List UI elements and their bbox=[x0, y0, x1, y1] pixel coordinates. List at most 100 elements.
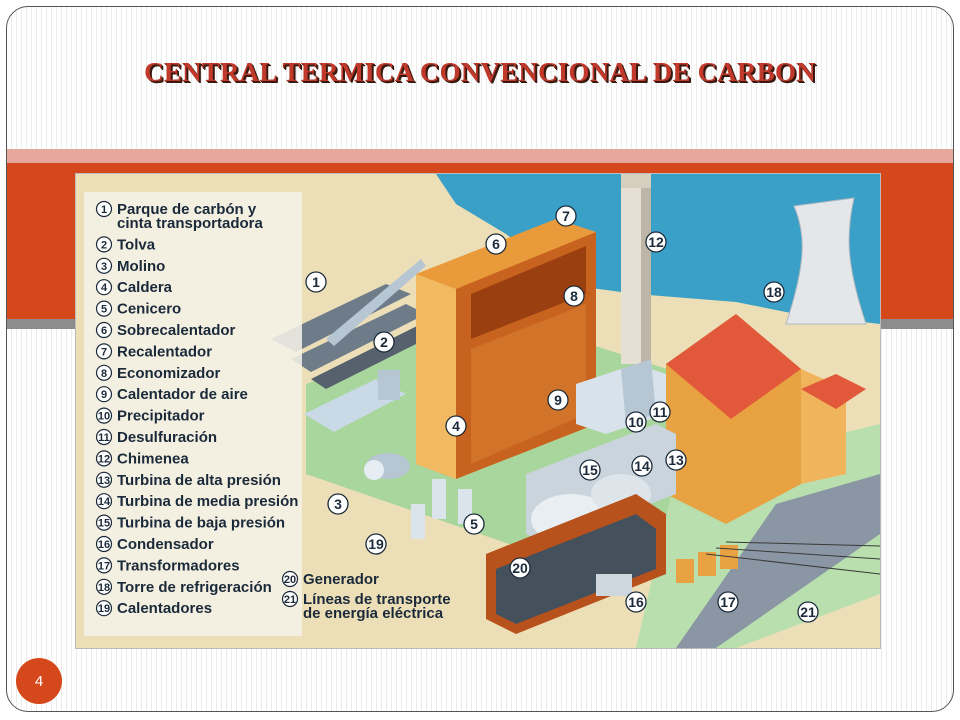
callout-label: 8 bbox=[570, 288, 578, 304]
callout-label: 4 bbox=[452, 418, 460, 434]
callout-label: 14 bbox=[634, 458, 650, 474]
legend-label: Caldera bbox=[117, 279, 173, 296]
legend-label: Chimenea bbox=[117, 450, 189, 467]
callout-7: 7 bbox=[555, 205, 577, 227]
callout-5: 5 bbox=[463, 513, 485, 535]
legend-item-9: 9 Calentador de aire bbox=[95, 386, 248, 403]
legend-number: 12 bbox=[98, 453, 110, 465]
legend-number-circle bbox=[95, 200, 113, 218]
turbine-hall bbox=[666, 314, 866, 524]
legend-number: 9 bbox=[101, 389, 107, 401]
callout-label: 9 bbox=[554, 392, 562, 408]
legend-number-circle bbox=[95, 450, 113, 467]
callout-label: 13 bbox=[668, 452, 684, 468]
legend-label: Precipitador bbox=[117, 408, 205, 425]
slide-title: CENTRAL TERMICA CONVENCIONAL DE CARBON bbox=[144, 57, 816, 87]
legend-label: Turbina de media presión bbox=[117, 493, 298, 510]
callout-label: 1 bbox=[312, 274, 320, 290]
legend-number: 19 bbox=[98, 603, 110, 615]
callout-label: 19 bbox=[368, 536, 384, 552]
boiler bbox=[416, 219, 596, 479]
legend-label: Recalentador bbox=[117, 343, 212, 360]
callout-21: 21 bbox=[797, 601, 819, 623]
legend-label: Torre de refrigeración bbox=[117, 579, 272, 596]
callout-16: 16 bbox=[625, 591, 647, 613]
legend-label: Calentador de aire bbox=[117, 386, 248, 403]
callout-1: 1 bbox=[305, 271, 327, 293]
callout-18: 18 bbox=[763, 281, 785, 303]
legend-number-circle bbox=[95, 364, 113, 381]
legend-number: 5 bbox=[101, 304, 107, 316]
legend-label: de energía eléctrica bbox=[303, 605, 444, 622]
legend-label: Calentadores bbox=[117, 600, 212, 617]
legend-number: 20 bbox=[284, 574, 296, 586]
callout-6: 6 bbox=[485, 233, 507, 255]
legend-label: Tolva bbox=[117, 236, 156, 253]
callout-label: 15 bbox=[582, 462, 598, 478]
callout-label: 5 bbox=[470, 516, 478, 532]
legend-number: 10 bbox=[98, 411, 110, 423]
legend-number: 17 bbox=[98, 560, 110, 572]
legend-item-19: 19 Calentadores bbox=[95, 600, 212, 617]
legend-number-circle bbox=[95, 578, 113, 595]
legend-number: 8 bbox=[101, 368, 107, 380]
callout-14: 14 bbox=[631, 455, 653, 477]
legend-number: 6 bbox=[101, 325, 107, 337]
legend-number: 1 bbox=[101, 204, 107, 216]
callout-17: 17 bbox=[717, 591, 739, 613]
legend-number-circle bbox=[281, 570, 299, 588]
legend-number-circle bbox=[95, 600, 113, 617]
callout-15: 15 bbox=[579, 459, 601, 481]
callout-label: 18 bbox=[766, 284, 782, 300]
page-number-badge: 4 bbox=[16, 658, 62, 704]
callout-label: 2 bbox=[380, 334, 388, 350]
legend-number-circle bbox=[281, 590, 299, 608]
legend-item-18: 18 Torre de refrigeración bbox=[95, 578, 272, 596]
callout-9: 9 bbox=[547, 389, 569, 411]
callout-label: 7 bbox=[562, 208, 570, 224]
callout-10: 10 bbox=[625, 411, 647, 433]
legend-item-13: 13 Turbina de alta presión bbox=[95, 471, 281, 489]
legend-number-circle bbox=[95, 471, 113, 488]
legend-number: 13 bbox=[98, 475, 110, 487]
legend-item-6: 6 Sobrecalentador bbox=[95, 321, 236, 339]
callout-label: 20 bbox=[512, 560, 528, 576]
chimney bbox=[621, 174, 651, 364]
legend-label: Cenicero bbox=[117, 301, 181, 318]
legend-number-circle bbox=[95, 557, 113, 574]
hopper-and-mill bbox=[304, 370, 410, 480]
callout-20: 20 bbox=[509, 557, 531, 579]
callout-label: 12 bbox=[648, 234, 664, 250]
legend-item-10: 10 Precipitador bbox=[95, 407, 205, 425]
legend-label: Líneas de transporte bbox=[303, 591, 451, 608]
legend-number-circle bbox=[95, 407, 113, 424]
callout-label: 16 bbox=[628, 594, 644, 610]
legend-number-circle bbox=[95, 514, 113, 531]
legend-number-circle bbox=[95, 236, 113, 253]
callout-label: 21 bbox=[800, 604, 816, 620]
callout-19: 19 bbox=[365, 533, 387, 555]
legend-label: cinta transportadora bbox=[117, 215, 264, 232]
header-band-pink bbox=[7, 149, 953, 163]
legend-label: Turbina de alta presión bbox=[117, 472, 281, 489]
legend-number-circle bbox=[95, 428, 113, 446]
callout-2: 2 bbox=[373, 331, 395, 353]
callout-12: 12 bbox=[645, 231, 667, 253]
legend-number: 18 bbox=[98, 582, 110, 594]
legend-number-circle bbox=[95, 279, 113, 296]
legend-number: 16 bbox=[98, 539, 110, 551]
callout-label: 17 bbox=[720, 594, 736, 610]
legend-number: 21 bbox=[284, 594, 296, 606]
legend-number-circle bbox=[95, 386, 113, 403]
legend-item-5: 5 Cenicero bbox=[95, 300, 181, 318]
legend-label: Sobrecalentador bbox=[117, 322, 236, 339]
callout-8: 8 bbox=[563, 285, 585, 307]
